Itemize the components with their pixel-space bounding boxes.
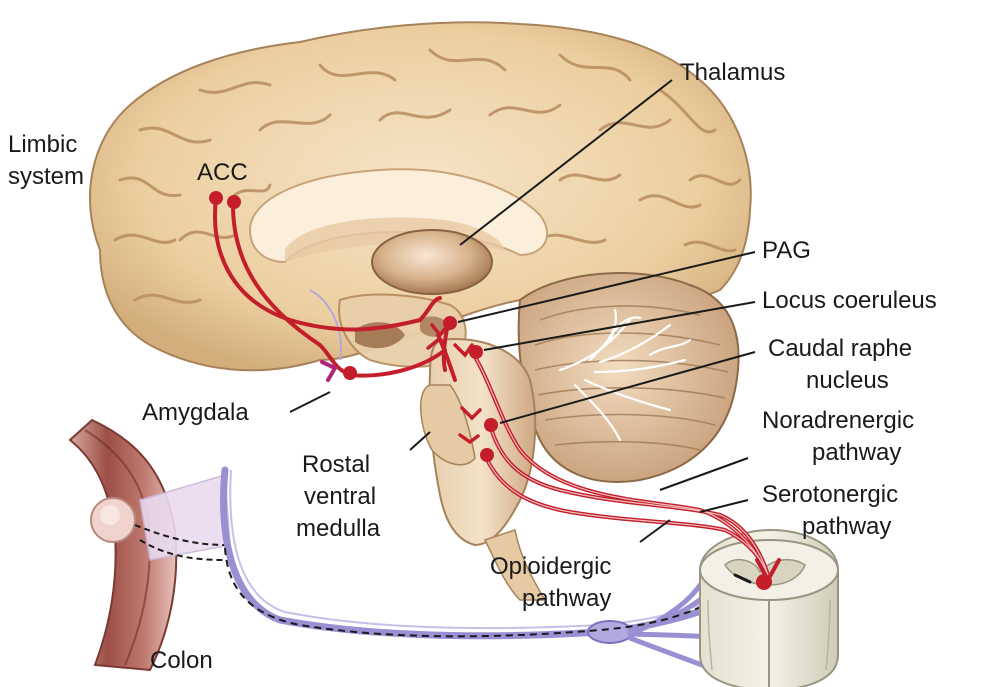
thalamus: [372, 230, 492, 294]
label-caudal-1: Caudal raphe: [768, 335, 912, 362]
label-rostal-3: medulla: [296, 515, 381, 542]
colon: [70, 420, 230, 670]
label-caudal-2: nucleus: [806, 367, 889, 394]
label-thalamus: Thalamus: [680, 59, 785, 86]
acc-dot-2: [227, 195, 241, 209]
label-colon: Colon: [150, 647, 213, 674]
label-opioidergic-1: Opioidergic: [490, 553, 611, 580]
acc-dot-1: [209, 191, 223, 205]
amygdala-marker: [322, 362, 335, 380]
label-rostal-2: ventral: [304, 483, 376, 510]
caudal-raphe-dot: [484, 418, 498, 432]
label-locus: Locus coeruleus: [762, 287, 937, 314]
label-acc: ACC: [197, 159, 248, 186]
dorsal-root-ganglion: [588, 621, 632, 643]
rvm-dot: [480, 448, 494, 462]
label-noradrenergic-1: Noradrenergic: [762, 407, 914, 434]
label-limbic-2: system: [8, 163, 84, 190]
label-limbic-1: Limbic: [8, 131, 77, 158]
spinal-cord: [700, 530, 838, 687]
spinal-terminal-dot: [756, 574, 772, 590]
label-opioidergic-2: pathway: [522, 585, 611, 612]
label-serotonergic-1: Serotonergic: [762, 481, 898, 508]
label-noradrenergic-2: pathway: [812, 439, 901, 466]
amygdala-dot: [343, 366, 357, 380]
label-pag: PAG: [762, 237, 811, 264]
cerebellum: [519, 273, 739, 482]
pag-dot: [443, 316, 457, 330]
locus-dot: [469, 345, 483, 359]
label-rostal-1: Rostal: [302, 451, 370, 478]
label-amygdala: Amygdala: [142, 399, 249, 426]
label-serotonergic-2: pathway: [802, 513, 891, 540]
